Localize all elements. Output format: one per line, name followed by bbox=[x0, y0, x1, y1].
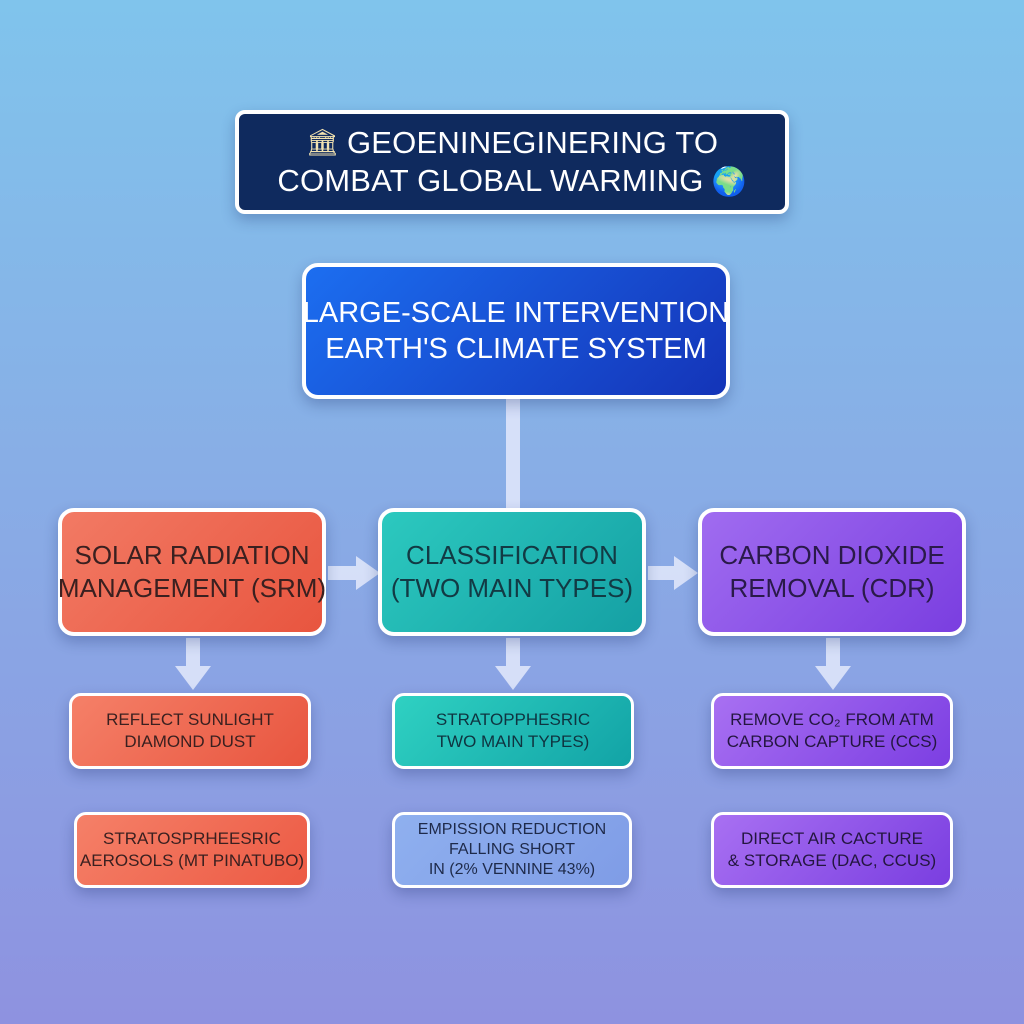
classification-line-1: CLASSIFICATION bbox=[406, 540, 618, 570]
intervention-box: LARGE-SCALE INTERVENTION EARTH'S CLIMATE… bbox=[302, 263, 730, 399]
arrow-classification-to-cdr bbox=[648, 556, 698, 590]
cdr-line-1: CARBON DIOXIDE bbox=[719, 540, 945, 570]
intervention-line-1: LARGE-SCALE INTERVENTION bbox=[302, 297, 730, 329]
classification-line-2: (TWO MAIN TYPES) bbox=[390, 573, 634, 603]
srm-sub2-line-2: AEROSOLS (MT PINATUBO) bbox=[79, 851, 305, 870]
srm-line-1: SOLAR RADIATION bbox=[74, 540, 310, 570]
srm-sub1-line-2: DIAMOND DUST bbox=[124, 732, 256, 751]
class-sub1-line-1: STRATOPPHESRIC bbox=[435, 710, 591, 729]
title-line-1: 🏛GEOENINEGINERING TO bbox=[306, 123, 719, 162]
classification-detail-box-1: STRATOPPHESRIC TWO MAIN TYPES) bbox=[392, 693, 634, 769]
title-box: 🏛GEOENINEGINERING TO COMBAT GLOBAL WARMI… bbox=[235, 110, 789, 214]
cdr-sub2-line-2: & STORAGE (DAC, CCUS) bbox=[727, 851, 937, 870]
title-line-2: COMBAT GLOBAL WARMING🌍 bbox=[277, 162, 746, 201]
classification-category-box: CLASSIFICATION (TWO MAIN TYPES) bbox=[378, 508, 646, 636]
intervention-line-2: EARTH'S CLIMATE SYSTEM bbox=[325, 333, 707, 365]
cdr-sub1-line-2: CARBON CAPTURE (CCS) bbox=[726, 732, 938, 751]
class-sub2-line-3: IN (2% VENNINE 43%) bbox=[428, 861, 596, 878]
arrow-srm-down bbox=[175, 638, 211, 690]
srm-sub1-line-1: REFLECT SUNLIGHT bbox=[106, 710, 274, 729]
arrow-srm-to-classification bbox=[328, 556, 380, 590]
globe-icon: 🌍 bbox=[711, 166, 747, 197]
cdr-sub1-line-1: REMOVE CO₂ FROM ATM bbox=[730, 710, 934, 729]
class-sub2-line-1: EMPISSION REDUCTION bbox=[417, 821, 607, 838]
title-text-2: COMBAT GLOBAL WARMING bbox=[277, 163, 704, 198]
srm-category-box: SOLAR RADIATION MANAGEMENT (SRM) bbox=[58, 508, 326, 636]
class-sub1-line-2: TWO MAIN TYPES) bbox=[436, 732, 590, 751]
connector-stem bbox=[506, 399, 520, 510]
cdr-detail-box-1: REMOVE CO₂ FROM ATM CARBON CAPTURE (CCS) bbox=[711, 693, 953, 769]
class-sub2-line-2: FALLING SHORT bbox=[449, 841, 575, 858]
cdr-sub2-line-1: DIRECT AIR CACTURE bbox=[741, 829, 923, 848]
bank-icon: 🏛 bbox=[305, 127, 339, 157]
srm-detail-box-1: REFLECT SUNLIGHT DIAMOND DUST bbox=[69, 693, 311, 769]
cdr-category-box: CARBON DIOXIDE REMOVAL (CDR) bbox=[698, 508, 966, 636]
srm-sub2-line-1: STRATOSPRHEESRIC bbox=[103, 829, 281, 848]
classification-detail-box-2: EMPISSION REDUCTION FALLING SHORT IN (2%… bbox=[392, 812, 632, 888]
srm-detail-box-2: STRATOSPRHEESRIC AEROSOLS (MT PINATUBO) bbox=[74, 812, 310, 888]
cdr-detail-box-2: DIRECT AIR CACTURE & STORAGE (DAC, CCUS) bbox=[711, 812, 953, 888]
arrow-classification-down bbox=[495, 638, 531, 690]
arrow-cdr-down bbox=[815, 638, 851, 690]
cdr-line-2: REMOVAL (CDR) bbox=[729, 573, 935, 603]
title-text-1: GEOENINEGINERING TO bbox=[346, 125, 719, 160]
srm-line-2: MANAGEMENT (SRM) bbox=[57, 573, 327, 603]
